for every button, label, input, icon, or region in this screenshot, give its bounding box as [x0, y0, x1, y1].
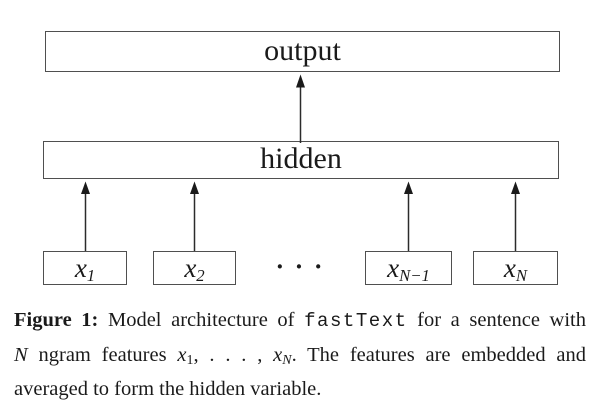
input-box-xn: xN [473, 251, 558, 285]
input-x1-base: x [74, 252, 87, 283]
caption-line-2: N ngram features x1, . . . , xN. The fea… [14, 338, 586, 372]
arrow-head-icon [81, 181, 90, 194]
input-label-xn: xN [504, 253, 527, 284]
input-box-x2: x2 [153, 251, 236, 285]
caption-dots: , . . . , [193, 344, 274, 366]
ellipsis-dots: · · · [275, 252, 325, 281]
arrow-head-icon [511, 181, 520, 194]
caption-fasttext-code: fastText [304, 310, 408, 332]
hidden-layer-box: hidden [43, 141, 559, 179]
input-xn-base: x [503, 252, 516, 283]
caption-text: averaged to form the hidden variable. [14, 378, 322, 400]
caption-x1-subscript: 1 [186, 352, 194, 368]
caption-text: Model architecture of [98, 309, 305, 331]
caption-math-xn: x [273, 344, 283, 366]
caption-text: for a sentence with [407, 309, 586, 331]
figure-caption: Figure 1: Model architecture of fastText… [14, 303, 586, 406]
arrow-x1-to-hidden-icon [81, 181, 90, 251]
input-box-xn-1: xN−1 [365, 251, 452, 285]
caption-line-1: Figure 1: Model architecture of fastText… [14, 303, 586, 338]
caption-xn-subscript: N [282, 352, 292, 368]
arrow-xn-to-hidden-icon [511, 181, 520, 251]
input-label-x2: x2 [184, 253, 204, 284]
arrow-head-icon [190, 181, 199, 194]
input-box-x1: x1 [43, 251, 127, 285]
caption-text: . The features are embedded and [291, 344, 586, 366]
input-x1-subscript: 1 [86, 265, 96, 285]
input-xn-1-base: x [387, 252, 400, 283]
arrow-head-icon [404, 181, 413, 194]
input-label-xn-1: xN−1 [387, 253, 430, 284]
input-label-x1: x1 [75, 253, 95, 284]
output-layer-box: output [45, 31, 560, 72]
input-x2-subscript: 2 [196, 265, 205, 285]
arrow-hidden-to-output-icon [296, 74, 305, 143]
caption-text: ngram features [27, 344, 178, 366]
caption-figure-label: Figure 1: [14, 309, 99, 331]
output-layer-label: output [264, 33, 341, 67]
arrow-head-icon [296, 74, 305, 88]
input-xn-subscript: N [515, 265, 528, 285]
input-x2-base: x [184, 252, 197, 283]
caption-math-x1: x [177, 344, 187, 366]
input-xn-1-subscript: N−1 [399, 265, 430, 285]
arrow-xn-1-to-hidden-icon [404, 181, 413, 251]
caption-line-3: averaged to form the hidden variable. [14, 372, 586, 406]
arrow-x2-to-hidden-icon [190, 181, 199, 251]
caption-math-n: N [14, 344, 28, 366]
hidden-layer-label: hidden [260, 142, 342, 175]
